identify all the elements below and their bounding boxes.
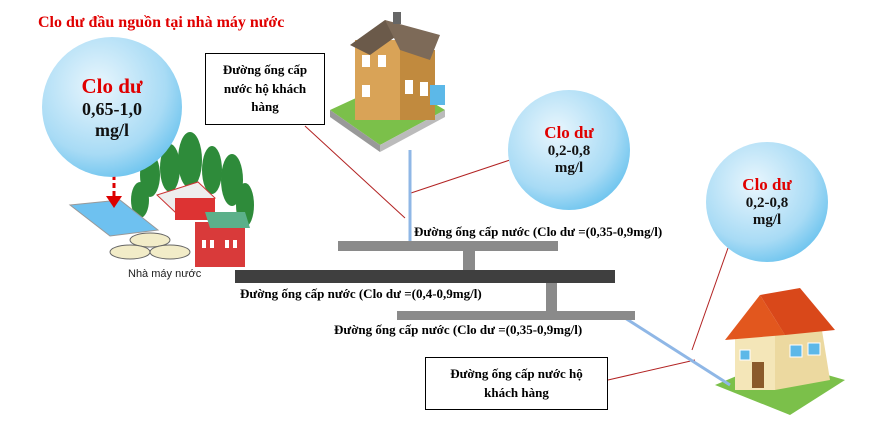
pipe-label-lower: Đường ống cấp nước (Clo dư =(0,35-0,9mg/… — [334, 322, 583, 337]
chlorine-bubble-plant: Clo dư 0,65-1,0 mg/l — [42, 37, 182, 177]
pipe-lower — [397, 311, 635, 320]
pipe-upper — [338, 241, 558, 251]
callout-line-bottom-box — [607, 359, 696, 381]
callout-line-bubble-3 — [691, 247, 729, 351]
house-illustration-top — [330, 12, 445, 152]
pipe-connector-upper — [463, 251, 475, 271]
callout-line-top-box — [304, 125, 406, 219]
customer-pipe-box-bottom: Đường ống cấp nước hộ khách hàng — [425, 357, 608, 410]
callout-line-bubble-2 — [410, 159, 511, 194]
customer-pipe-box-top: Đường ống cấp nước hộ khách hàng — [205, 53, 325, 125]
bubble-value: 0,2-0,8 — [745, 195, 789, 211]
bubble-unit: mg/l — [95, 119, 129, 140]
pipe-label-upper: Đường ống cấp nước (Clo dư =(0,35-0,9mg/… — [414, 224, 663, 239]
diagram-title: Clo dư đầu nguồn tại nhà máy nước — [38, 14, 285, 31]
pipe-label-main: Đường ống cấp nước (Clo dư =(0,4-0,9mg/l… — [240, 286, 482, 301]
bubble-unit: mg/l — [554, 160, 584, 176]
bubble-value: 0,2-0,8 — [547, 143, 591, 159]
bubble-heading: Clo dư — [81, 73, 143, 98]
bubble-heading: Clo dư — [544, 123, 594, 142]
service-line-bottom — [624, 316, 731, 387]
chlorine-bubble-customer-2: Clo dư 0,2-0,8 mg/l — [706, 142, 828, 262]
pipe-connector-lower — [546, 283, 557, 311]
bubble-heading: Clo dư — [742, 175, 792, 194]
bubble-value: 0,65-1,0 — [82, 98, 142, 119]
plant-label: Nhà máy nước — [128, 268, 202, 280]
bubble-unit: mg/l — [752, 212, 782, 228]
pipe-main — [235, 270, 615, 283]
house-illustration-bottom — [715, 288, 845, 415]
chlorine-bubble-customer-1: Clo dư 0,2-0,8 mg/l — [508, 90, 630, 210]
water-plant-illustration — [68, 132, 254, 267]
